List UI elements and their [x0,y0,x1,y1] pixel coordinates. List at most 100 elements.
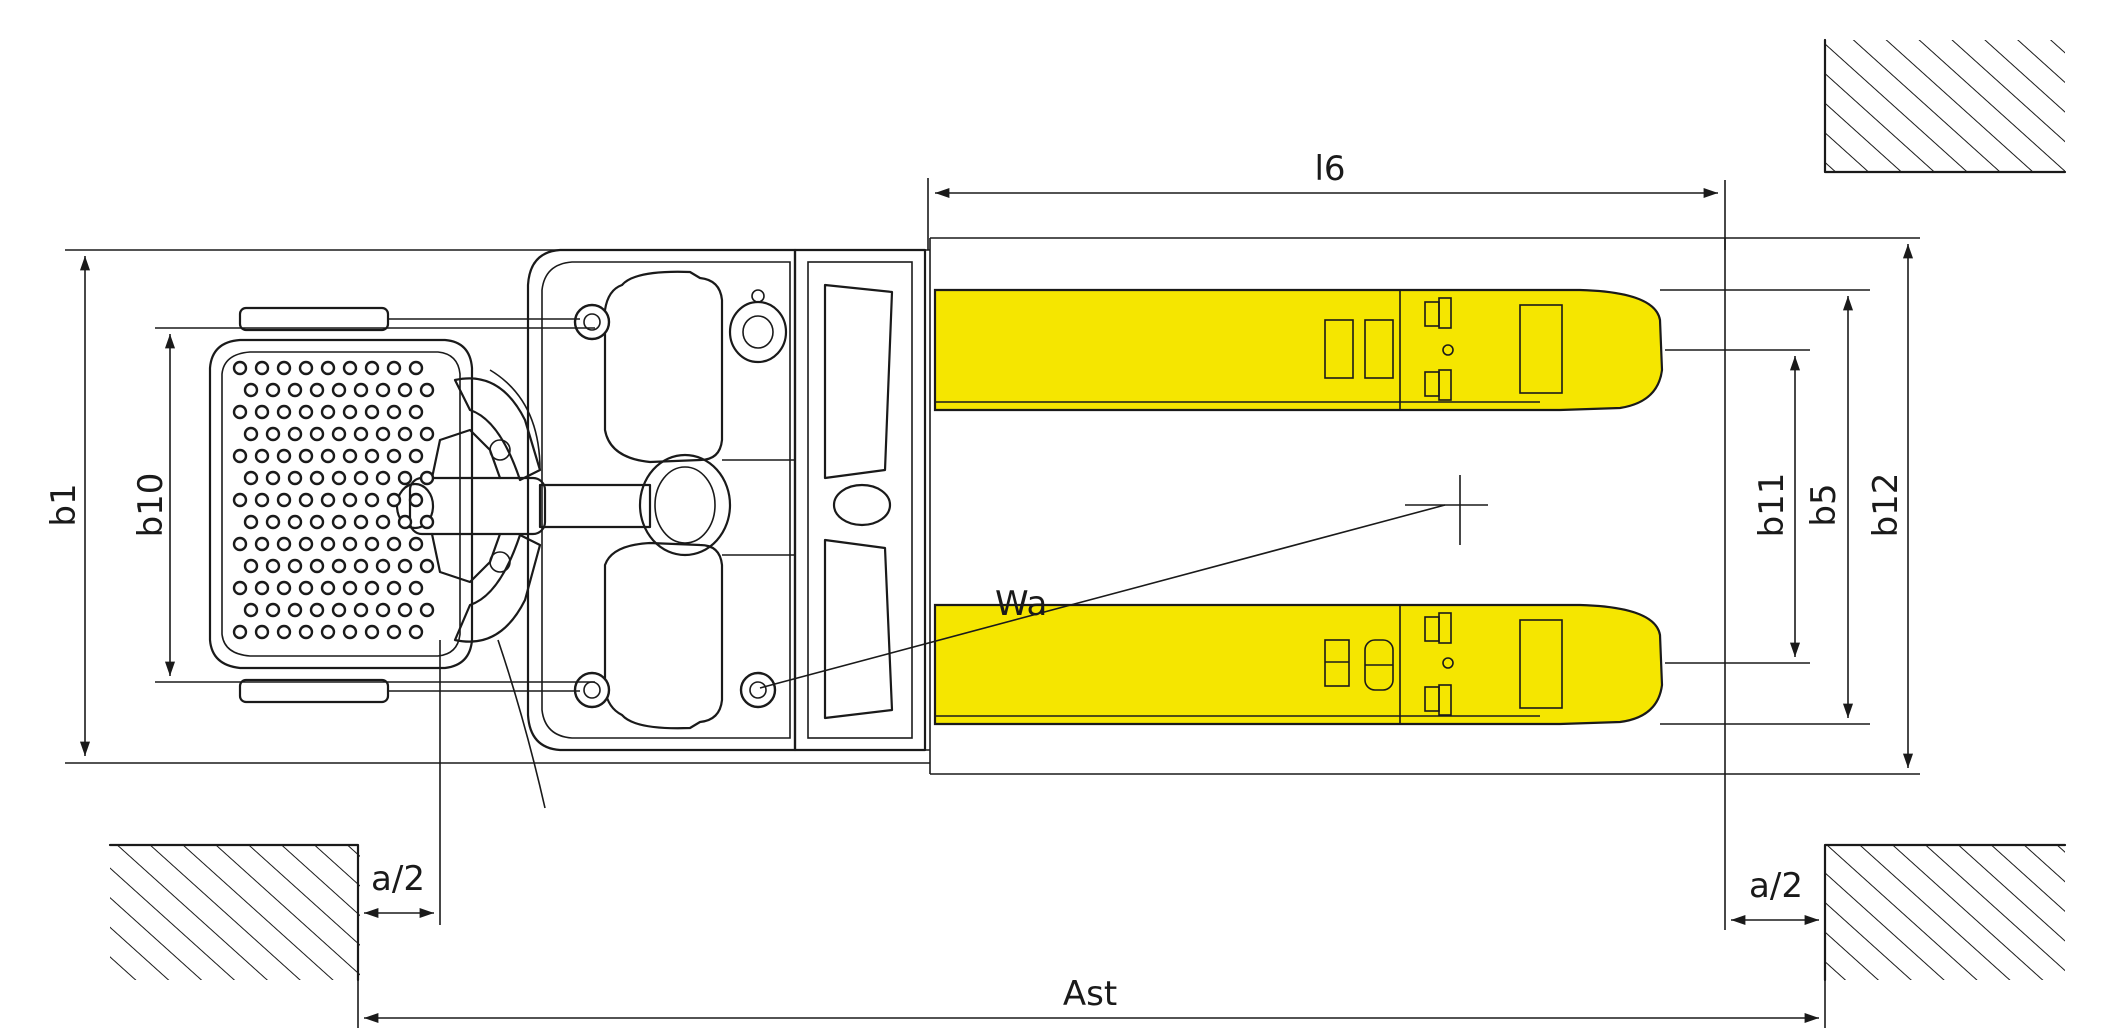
perforation-hole [342,448,358,464]
perforation-hole [408,624,424,640]
perforation-hole [397,558,413,574]
perforation-hole [342,536,358,552]
perforation-hole [364,536,380,552]
perforation-hole [265,470,281,486]
perforation-hole [364,360,380,376]
perforation-hole [408,404,424,420]
perforation-hole [287,514,303,530]
perforation-hole [298,624,314,640]
label-b12: b12 [1866,473,1906,538]
perforation-hole [342,404,358,420]
perforation-hole [419,514,435,530]
perforation-hole [276,492,292,508]
perforation-hole [265,602,281,618]
perforation-hole [287,602,303,618]
perforation-hole [276,624,292,640]
perforation-hole [353,382,369,398]
perforation-hole [375,558,391,574]
perforation-hole [397,470,413,486]
perforation-hole [287,470,303,486]
dim-ast: Ast [357,974,1826,1028]
perforation-hole [342,492,358,508]
perforation-hole [232,448,248,464]
perforation-hole [309,558,325,574]
perforation-hole [243,470,259,486]
perforation-hole [386,580,402,596]
perforation-hole [243,514,259,530]
perforation-hole [254,448,270,464]
perforation-hole [375,426,391,442]
perforation-hole [408,492,424,508]
perforation-hole [276,360,292,376]
perforation-hole [320,360,336,376]
perforation-hole [320,448,336,464]
perforation-hole [386,624,402,640]
perforation-hole [232,492,248,508]
perforation-hole [386,360,402,376]
perforation-hole [276,580,292,596]
perforation-hole [364,492,380,508]
perforation-hole [287,558,303,574]
perforation-hole [353,558,369,574]
perforation-hole [364,448,380,464]
perforation-hole [397,514,413,530]
perforation-hole [232,360,248,376]
perforation-hole [364,624,380,640]
perforation-hole [254,624,270,640]
perforation-hole [364,404,380,420]
perforation-hole [419,426,435,442]
dim-b12: b12 [1866,243,1914,768]
turning-radius [497,475,1488,809]
perforation-hole [353,426,369,442]
chassis-body [526,248,797,752]
perforation-hole [298,360,314,376]
perforation-hole [254,360,270,376]
perforation-hole [298,404,314,420]
perforation-hole [309,602,325,618]
perforation-hole [397,426,413,442]
overall-outline [929,237,1920,930]
perforation-hole [265,426,281,442]
perforation-hole [331,514,347,530]
perforation-hole [353,470,369,486]
label-b5: b5 [1804,483,1844,526]
perforation-hole [232,404,248,420]
side-guards [238,306,580,704]
perforation-hole [298,580,314,596]
perforation-hole [408,536,424,552]
perforation-hole [287,426,303,442]
perforation-hole [243,602,259,618]
perforation-hole [298,536,314,552]
perforation-hole [386,448,402,464]
dim-b10: b10 [131,327,595,683]
perforation-hole [419,558,435,574]
perforation-hole [375,602,391,618]
perforation-hole [386,492,402,508]
perforation-hole [419,602,435,618]
perforation-hole [265,558,281,574]
perforation-hole [342,624,358,640]
perforation-hole [342,580,358,596]
platform-perforations [232,360,435,640]
perforation-hole [276,536,292,552]
perforation-hole [331,382,347,398]
wall-hatch-bottom-left [108,843,360,982]
perforation-hole [331,558,347,574]
perforation-hole [320,404,336,420]
perforation-hole [309,382,325,398]
wall-hatch-top-right [1823,38,2067,174]
label-ast: Ast [1063,974,1117,1014]
dim-l6: l6 [927,149,1726,250]
perforation-hole [265,514,281,530]
perforation-hole [276,404,292,420]
perforation-hole [320,580,336,596]
perforation-hole [331,470,347,486]
perforation-hole [364,580,380,596]
label-a-half-right: a/2 [1749,866,1803,906]
perforation-hole [309,470,325,486]
perforation-hole [397,382,413,398]
perforation-hole [397,602,413,618]
dim-b1: b1 [44,249,930,764]
perforation-hole [298,492,314,508]
